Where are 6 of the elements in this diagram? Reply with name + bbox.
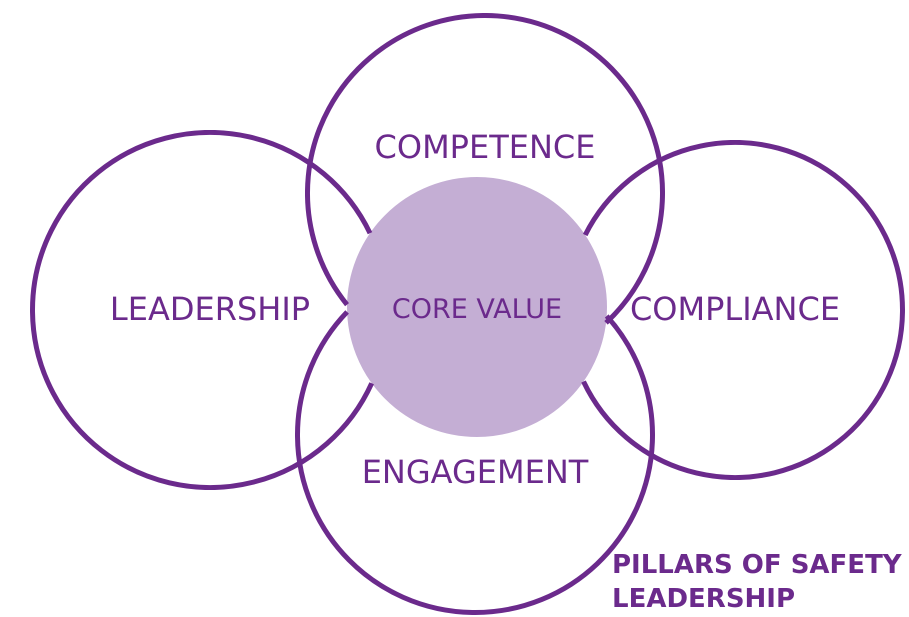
pillar-label: ENGAGEMENT (360, 453, 590, 491)
pillar-label: COMPLIANCE (628, 290, 842, 328)
caption: PILLARS OF SAFETY LEADERSHIP (612, 549, 902, 616)
core-label: CORE VALUE (390, 294, 564, 325)
pillar-label: LEADERSHIP (108, 290, 312, 328)
pillar-label: COMPETENCE (374, 128, 596, 166)
